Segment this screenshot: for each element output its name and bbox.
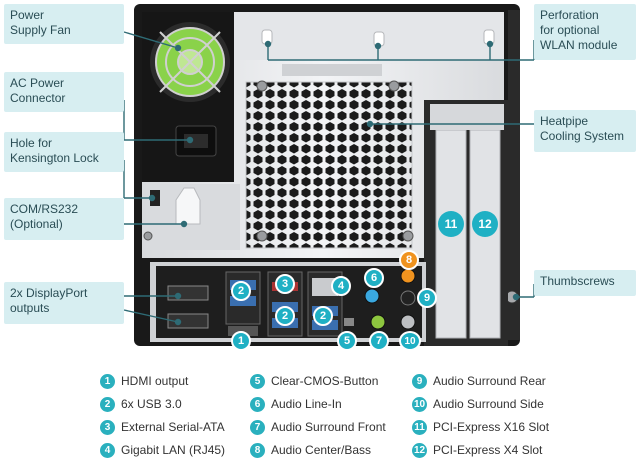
case-right-edge [508, 10, 520, 340]
port-badge-4: 4 [331, 276, 351, 296]
screw [256, 230, 268, 242]
legend-number: 5 [250, 373, 265, 389]
displayport-top [167, 285, 209, 301]
legend-number: 3 [100, 419, 115, 435]
legend-label: Audio Surround Rear [433, 374, 546, 388]
legend-item: 9 Audio Surround Rear [412, 372, 546, 390]
callout-heatpipe: Heatpipe Cooling System [534, 110, 636, 152]
legend-label: PCI-Express X4 Slot [433, 443, 543, 457]
legend-number: 6 [250, 396, 265, 412]
legend-item: 3 External Serial-ATA [100, 418, 225, 436]
legend-number: 11 [412, 419, 427, 435]
legend-label: Audio Line-In [271, 397, 342, 411]
legend-number: 10 [412, 396, 427, 412]
audio-jack-surround-front [370, 314, 386, 330]
screw [256, 80, 268, 92]
legend-number: 1 [100, 373, 115, 389]
legend-item: 6 Audio Line-In [250, 395, 342, 413]
legend-item: 8 Audio Center/Bass [250, 441, 371, 459]
clear-cmos-button [344, 318, 354, 326]
callout-ac-power-connector: AC Power Connector [4, 72, 124, 112]
port-badge-2: 2 [231, 281, 251, 301]
port-legend: 1 HDMI output 2 6x USB 3.0 3 External Se… [0, 364, 640, 462]
legend-number: 2 [100, 396, 115, 412]
port-badge-10: 10 [399, 331, 421, 351]
legend-label: Clear-CMOS-Button [271, 374, 379, 388]
port-badge-1: 1 [231, 331, 251, 351]
callout-thumbscrews: Thumbscrews [534, 270, 636, 296]
legend-label: Audio Center/Bass [271, 443, 372, 457]
port-badge-5: 5 [337, 331, 357, 351]
port-badge-6: 6 [364, 268, 384, 288]
port-badge-8: 8 [399, 250, 419, 270]
port-badge-2: 2 [275, 306, 295, 326]
legend-label: PCI-Express X16 Slot [433, 420, 550, 434]
legend-item: 4 Gigabit LAN (RJ45) [100, 441, 225, 459]
port-badge-7: 7 [369, 331, 389, 351]
audio-jack-surround-side [400, 314, 416, 330]
legend-label: HDMI output [121, 374, 189, 388]
legend-label: Gigabit LAN (RJ45) [121, 443, 226, 457]
port-badge-9: 9 [417, 288, 437, 308]
legend-item: 1 HDMI output [100, 372, 188, 390]
legend-item: 11 PCI-Express X16 Slot [412, 418, 549, 436]
legend-label: 6x USB 3.0 [121, 397, 182, 411]
legend-item: 5 Clear-CMOS-Button [250, 372, 378, 390]
port-badge-12: 12 [472, 211, 498, 237]
legend-number: 9 [412, 373, 427, 389]
legend-number: 7 [250, 419, 265, 435]
label-sticker [282, 64, 382, 76]
screw [388, 80, 400, 92]
callout-com-port: COM/RS232 (Optional) [4, 198, 124, 240]
port-badge-2: 2 [313, 306, 333, 326]
callout-displayport: 2x DisplayPort outputs [4, 282, 124, 324]
legend-number: 4 [100, 442, 115, 458]
callout-kensington-hole: Hole for Kensington Lock [4, 132, 124, 172]
hex-vent [246, 82, 412, 248]
legend-label: Audio Surround Front [271, 420, 386, 434]
audio-jack-center-bass [400, 268, 416, 284]
legend-item: 10 Audio Surround Side [412, 395, 544, 413]
callout-power-supply-fan: Power Supply Fan [4, 4, 124, 44]
port-badge-11: 11 [438, 211, 464, 237]
legend-label: External Serial-ATA [121, 420, 225, 434]
callout-perforation: Perforation for optional WLAN module [534, 4, 636, 60]
legend-label: Audio Surround Side [433, 397, 544, 411]
audio-jack-surround-rear [400, 290, 416, 306]
legend-item: 2 6x USB 3.0 [100, 395, 182, 413]
port-badge-3: 3 [275, 274, 295, 294]
legend-number: 12 [412, 442, 427, 458]
legend-number: 8 [250, 442, 265, 458]
screw [402, 230, 414, 242]
legend-item: 7 Audio Surround Front [250, 418, 386, 436]
legend-item: 12 PCI-Express X4 Slot [412, 441, 542, 459]
screw [143, 231, 153, 241]
audio-jack-line-in [364, 288, 380, 304]
